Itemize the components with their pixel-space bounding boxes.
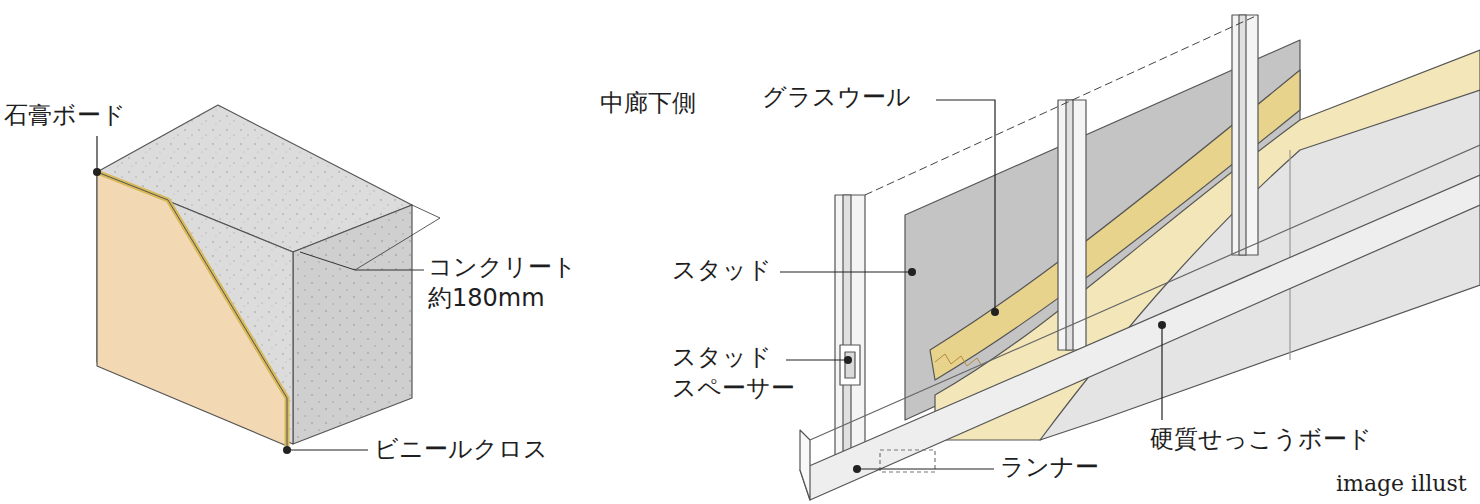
part-label: コンクリート 約180mm bbox=[428, 252, 582, 314]
part-label: ビニールクロス bbox=[374, 434, 548, 465]
part-label: 硬質せっこうボード bbox=[1150, 424, 1372, 455]
part-label: グラスウール bbox=[762, 82, 911, 113]
part-label: 石膏ボード bbox=[4, 100, 126, 131]
side-label: 中廊下側 bbox=[600, 88, 696, 119]
watermark: image illust bbox=[1336, 470, 1467, 499]
part-label: スタッド bbox=[672, 255, 772, 286]
part-label: スタッド スペーサー bbox=[672, 342, 802, 404]
part-label: ランナー bbox=[1000, 452, 1099, 483]
